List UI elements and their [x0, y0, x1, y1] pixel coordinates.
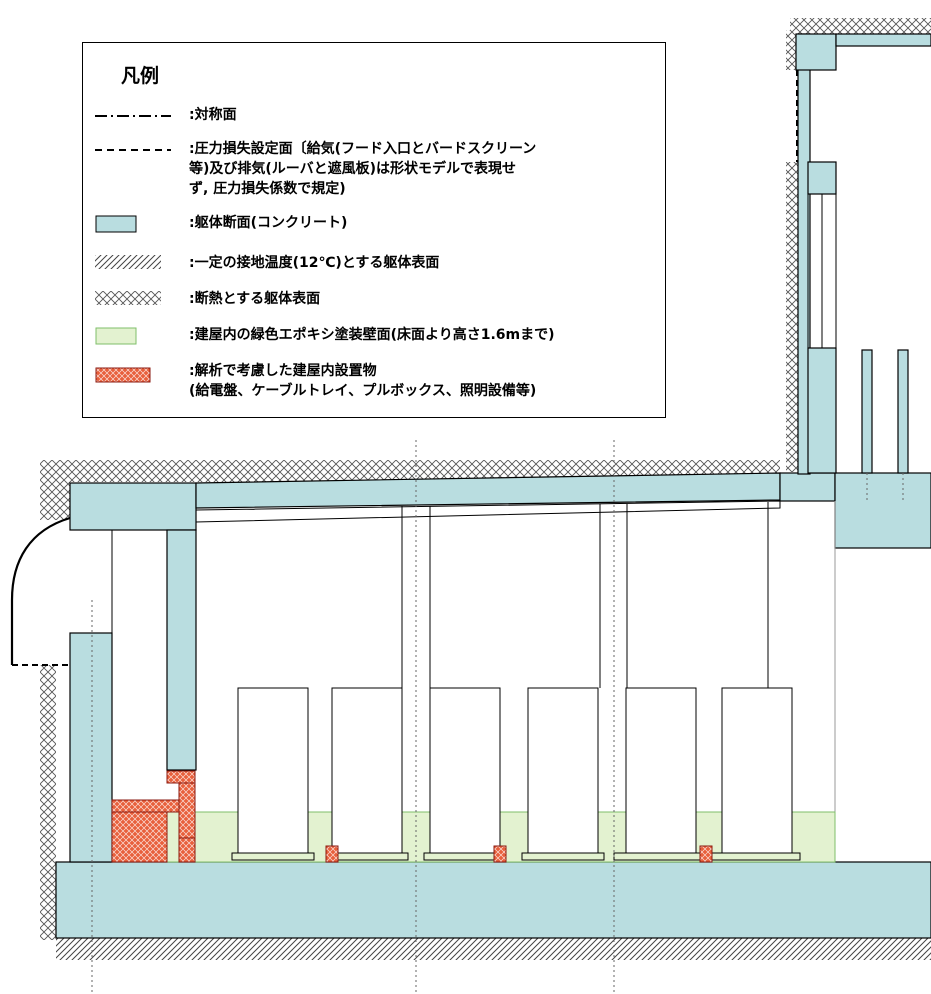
intake-hood: [10, 516, 71, 665]
tower-louver-1: [861, 349, 873, 474]
concrete-structure: [55, 33, 931, 939]
left-outer-wall: [69, 632, 113, 863]
green-swatch-icon: [95, 327, 137, 345]
panel: [721, 687, 793, 854]
panel: [237, 687, 309, 854]
crosshatch-swatch-icon: [95, 291, 161, 305]
tower-top-slab: [835, 33, 931, 47]
dashed-line-icon: [95, 149, 171, 151]
insulation-tower-left: [786, 162, 798, 472]
legend-text: :断熱とする躯体表面: [189, 291, 321, 307]
legend-box: 凡例 :対称面 :圧力損失設定面〔給気(フード入口とバードスクリーン 等)及び排…: [82, 42, 666, 418]
insulation-tower-left-top: [786, 30, 796, 70]
panel: [625, 687, 697, 854]
equipment-large: [111, 811, 168, 863]
equipment-small: [699, 845, 713, 863]
concrete-swatch-icon: [95, 215, 137, 233]
red-swatch-icon: [95, 367, 151, 383]
equipment-small: [493, 845, 507, 863]
equipment-stack-low: [178, 837, 196, 863]
legend-item-epoxy: :建屋内の緑色エポキシ塗装壁面(床面より高さ1.6mまで): [83, 325, 665, 347]
insulation-left-upper: [40, 460, 70, 520]
left-outer-wall-top: [69, 482, 197, 531]
hangers: [401, 502, 769, 688]
legend-item-equipment: :解析で考慮した建屋内設置物 (給電盤、ケーブルトレイ、プルボックス、照明設備等…: [83, 361, 665, 405]
roof-right-block: [779, 472, 836, 502]
equipment-box: [166, 770, 196, 784]
equipment-stack: [178, 782, 196, 839]
panel: [527, 687, 599, 854]
legend-item-pressure-loss: :圧力損失設定面〔給気(フード入口とバードスクリーン 等)及び排気(ルーバと遮風…: [83, 139, 665, 203]
insulation-tower-top: [790, 18, 931, 35]
legend-item-symmetry: :対称面: [83, 105, 665, 127]
legend-text: :解析で考慮した建屋内設置物 (給電盤、ケーブルトレイ、プルボックス、照明設備等…: [189, 363, 537, 399]
inner-wall: [166, 529, 197, 771]
equipment: [111, 770, 713, 863]
hatched-swatch-icon: [95, 255, 161, 269]
insulated-surfaces: [40, 18, 931, 940]
legend-title: 凡例: [121, 65, 160, 87]
legend-text: :一定の接地温度(12℃)とする躯体表面: [189, 255, 440, 271]
tower-inner-column-top: [807, 161, 837, 195]
equipment-small: [325, 845, 339, 863]
panel: [331, 687, 403, 854]
legend-item-insulation: :断熱とする躯体表面: [83, 289, 665, 311]
tower-inner-column: [807, 347, 837, 474]
dash-dot-line-icon: [95, 115, 171, 117]
legend-item-concrete: :躯体断面(コンクリート): [83, 213, 665, 235]
foundation-slab: [55, 861, 931, 939]
tower-right-slab: [834, 472, 931, 549]
panel: [429, 687, 501, 854]
legend-item-ground: :一定の接地温度(12℃)とする躯体表面: [83, 253, 665, 275]
legend-text: :建屋内の緑色エポキシ塗装壁面(床面より高さ1.6mまで): [189, 327, 555, 343]
panels: [237, 687, 793, 854]
tower-louver-2: [897, 349, 909, 474]
equipment-upper: [111, 799, 180, 813]
legend-text: :躯体断面(コンクリート): [189, 215, 348, 231]
legend-text: :圧力損失設定面〔給気(フード入口とバードスクリーン 等)及び排気(ルーバと遮風…: [189, 141, 537, 197]
ground-surface-hatch: [56, 938, 931, 960]
reference-lines: [91, 440, 904, 994]
tower-top-block: [795, 33, 837, 71]
insulation-left-lower: [40, 665, 56, 940]
legend-text: :対称面: [189, 107, 237, 123]
